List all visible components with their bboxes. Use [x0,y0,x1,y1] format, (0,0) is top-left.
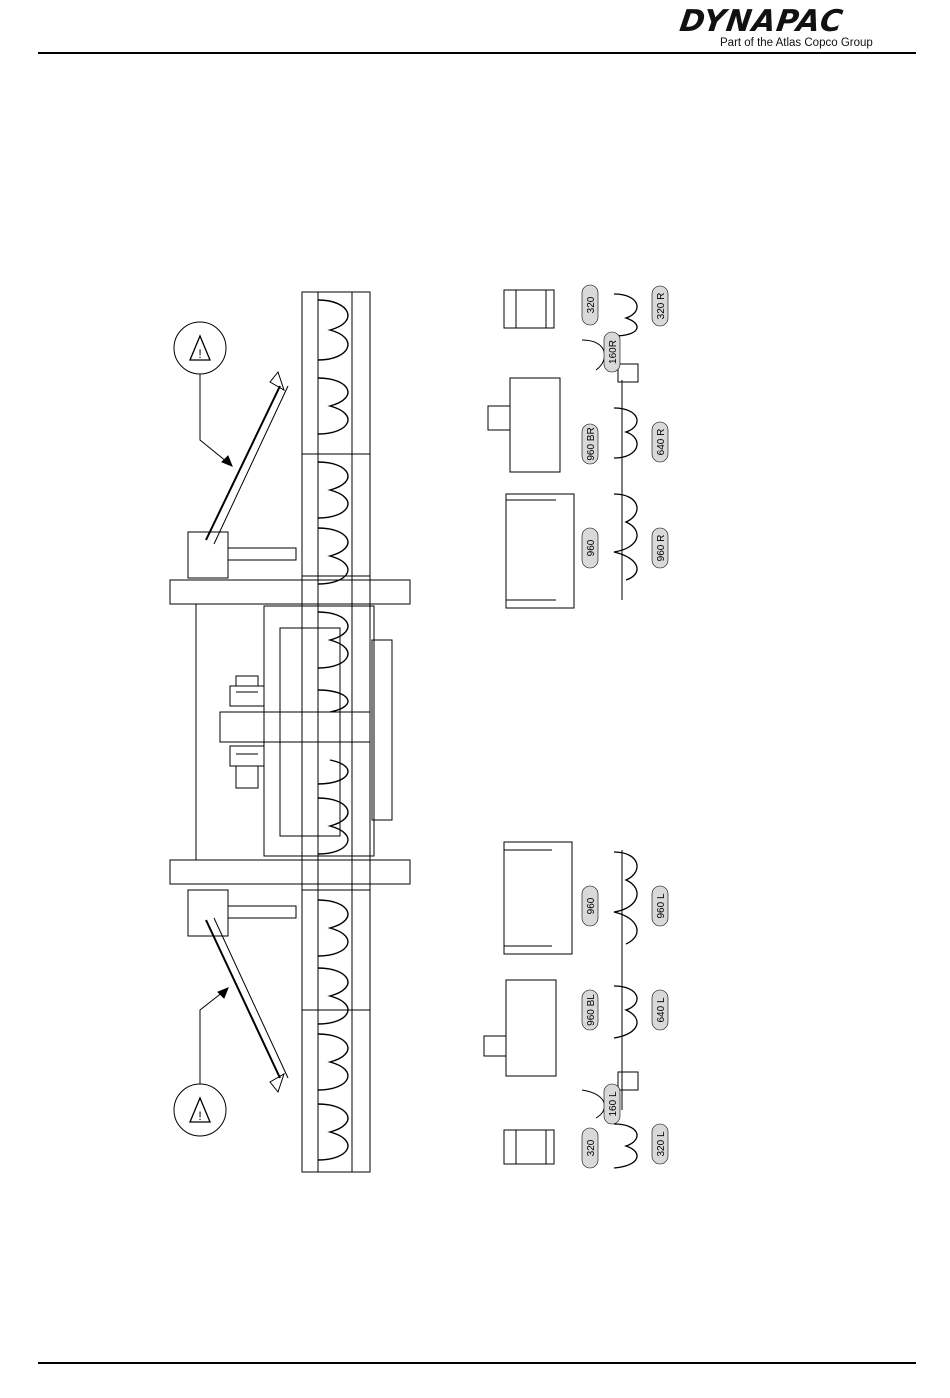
label-pill: 320 R [652,286,668,326]
labels-top: 320 160R 960 BR 640 R 960 960 R 320 R [582,285,668,568]
svg-text:320: 320 [586,1139,597,1156]
warning-symbol-top: ! [198,347,201,361]
svg-text:960: 960 [586,539,597,556]
label-pill: 960 [582,528,598,568]
svg-text:320 R: 320 R [656,293,667,320]
label-pill: 960 R [652,528,668,568]
label-pill: 320 L [652,1124,668,1164]
support-brace-bottom [188,890,296,1092]
label-pill: 320 [582,285,598,325]
svg-text:960 L: 960 L [656,893,667,918]
warning-callout-bottom: ! [174,988,228,1136]
svg-text:960: 960 [586,897,597,914]
svg-text:160 L: 160 L [608,1091,619,1116]
warning-callout-top: ! [174,322,232,466]
label-pill: 960 L [652,886,668,926]
label-pill: 960 BL [582,990,598,1030]
label-pill: 160R [604,332,620,372]
svg-text:320: 320 [586,296,597,313]
label-pill: 960 [582,886,598,926]
svg-text:320 L: 320 L [656,1131,667,1156]
gearbox [230,676,264,788]
svg-text:960 R: 960 R [656,535,667,562]
label-pill: 640 L [652,990,668,1030]
svg-text:640 L: 640 L [656,997,667,1022]
svg-text:960 BR: 960 BR [586,427,597,460]
label-pill: 640 R [652,422,668,462]
label-pill: 960 BR [582,424,598,464]
label-pill: 320 [582,1128,598,1168]
svg-text:160R: 160R [608,340,619,364]
svg-text:640 R: 640 R [656,429,667,456]
auger-flights [318,300,348,1160]
svg-text:960 BL: 960 BL [586,994,597,1026]
main-frame [170,292,410,1172]
support-brace-top [188,372,296,578]
label-pill: 160 L [604,1084,620,1124]
warning-symbol-bottom: ! [198,1109,201,1123]
